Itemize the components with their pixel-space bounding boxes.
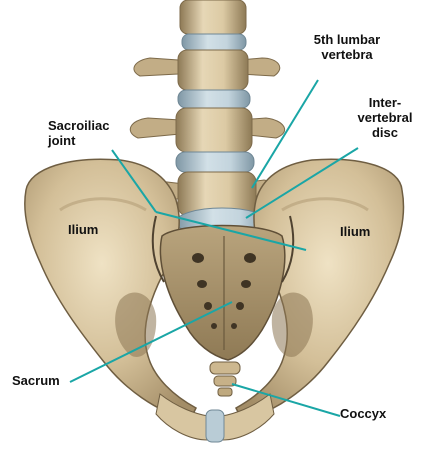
sacrum — [160, 226, 284, 361]
sacral-foramen — [231, 323, 237, 329]
label-coccyx: Coccyx — [340, 406, 386, 421]
label-intervertebral-disc: Inter- vertebral disc — [350, 95, 420, 140]
pubic-symphysis — [206, 410, 224, 442]
sacral-foramen — [204, 302, 212, 310]
disc-l2-l3 — [182, 34, 246, 50]
label-sacroiliac-joint: Sacroiliac joint — [48, 118, 109, 148]
disc-l3-l4 — [178, 90, 250, 108]
label-sacrum: Sacrum — [12, 373, 60, 388]
vertebra-l3 — [178, 50, 248, 90]
sacral-foramen — [241, 280, 251, 288]
label-5th-lumbar-vertebra: 5th lumbar vertebra — [302, 32, 392, 62]
sacral-foramen — [192, 253, 204, 263]
coccyx — [210, 362, 240, 396]
disc-l4-l5 — [176, 152, 254, 172]
sacral-foramen — [244, 253, 256, 263]
vertebra-l4 — [176, 108, 252, 152]
transverse-process-mid — [130, 118, 180, 138]
sacral-foramen — [197, 280, 207, 288]
label-ilium-left: Ilium — [68, 222, 98, 237]
vertebra-l2 — [180, 0, 246, 34]
sacral-foramen — [211, 323, 217, 329]
sacral-foramen — [236, 302, 244, 310]
transverse-process-upper — [134, 58, 178, 76]
label-ilium-right: Ilium — [340, 224, 370, 239]
